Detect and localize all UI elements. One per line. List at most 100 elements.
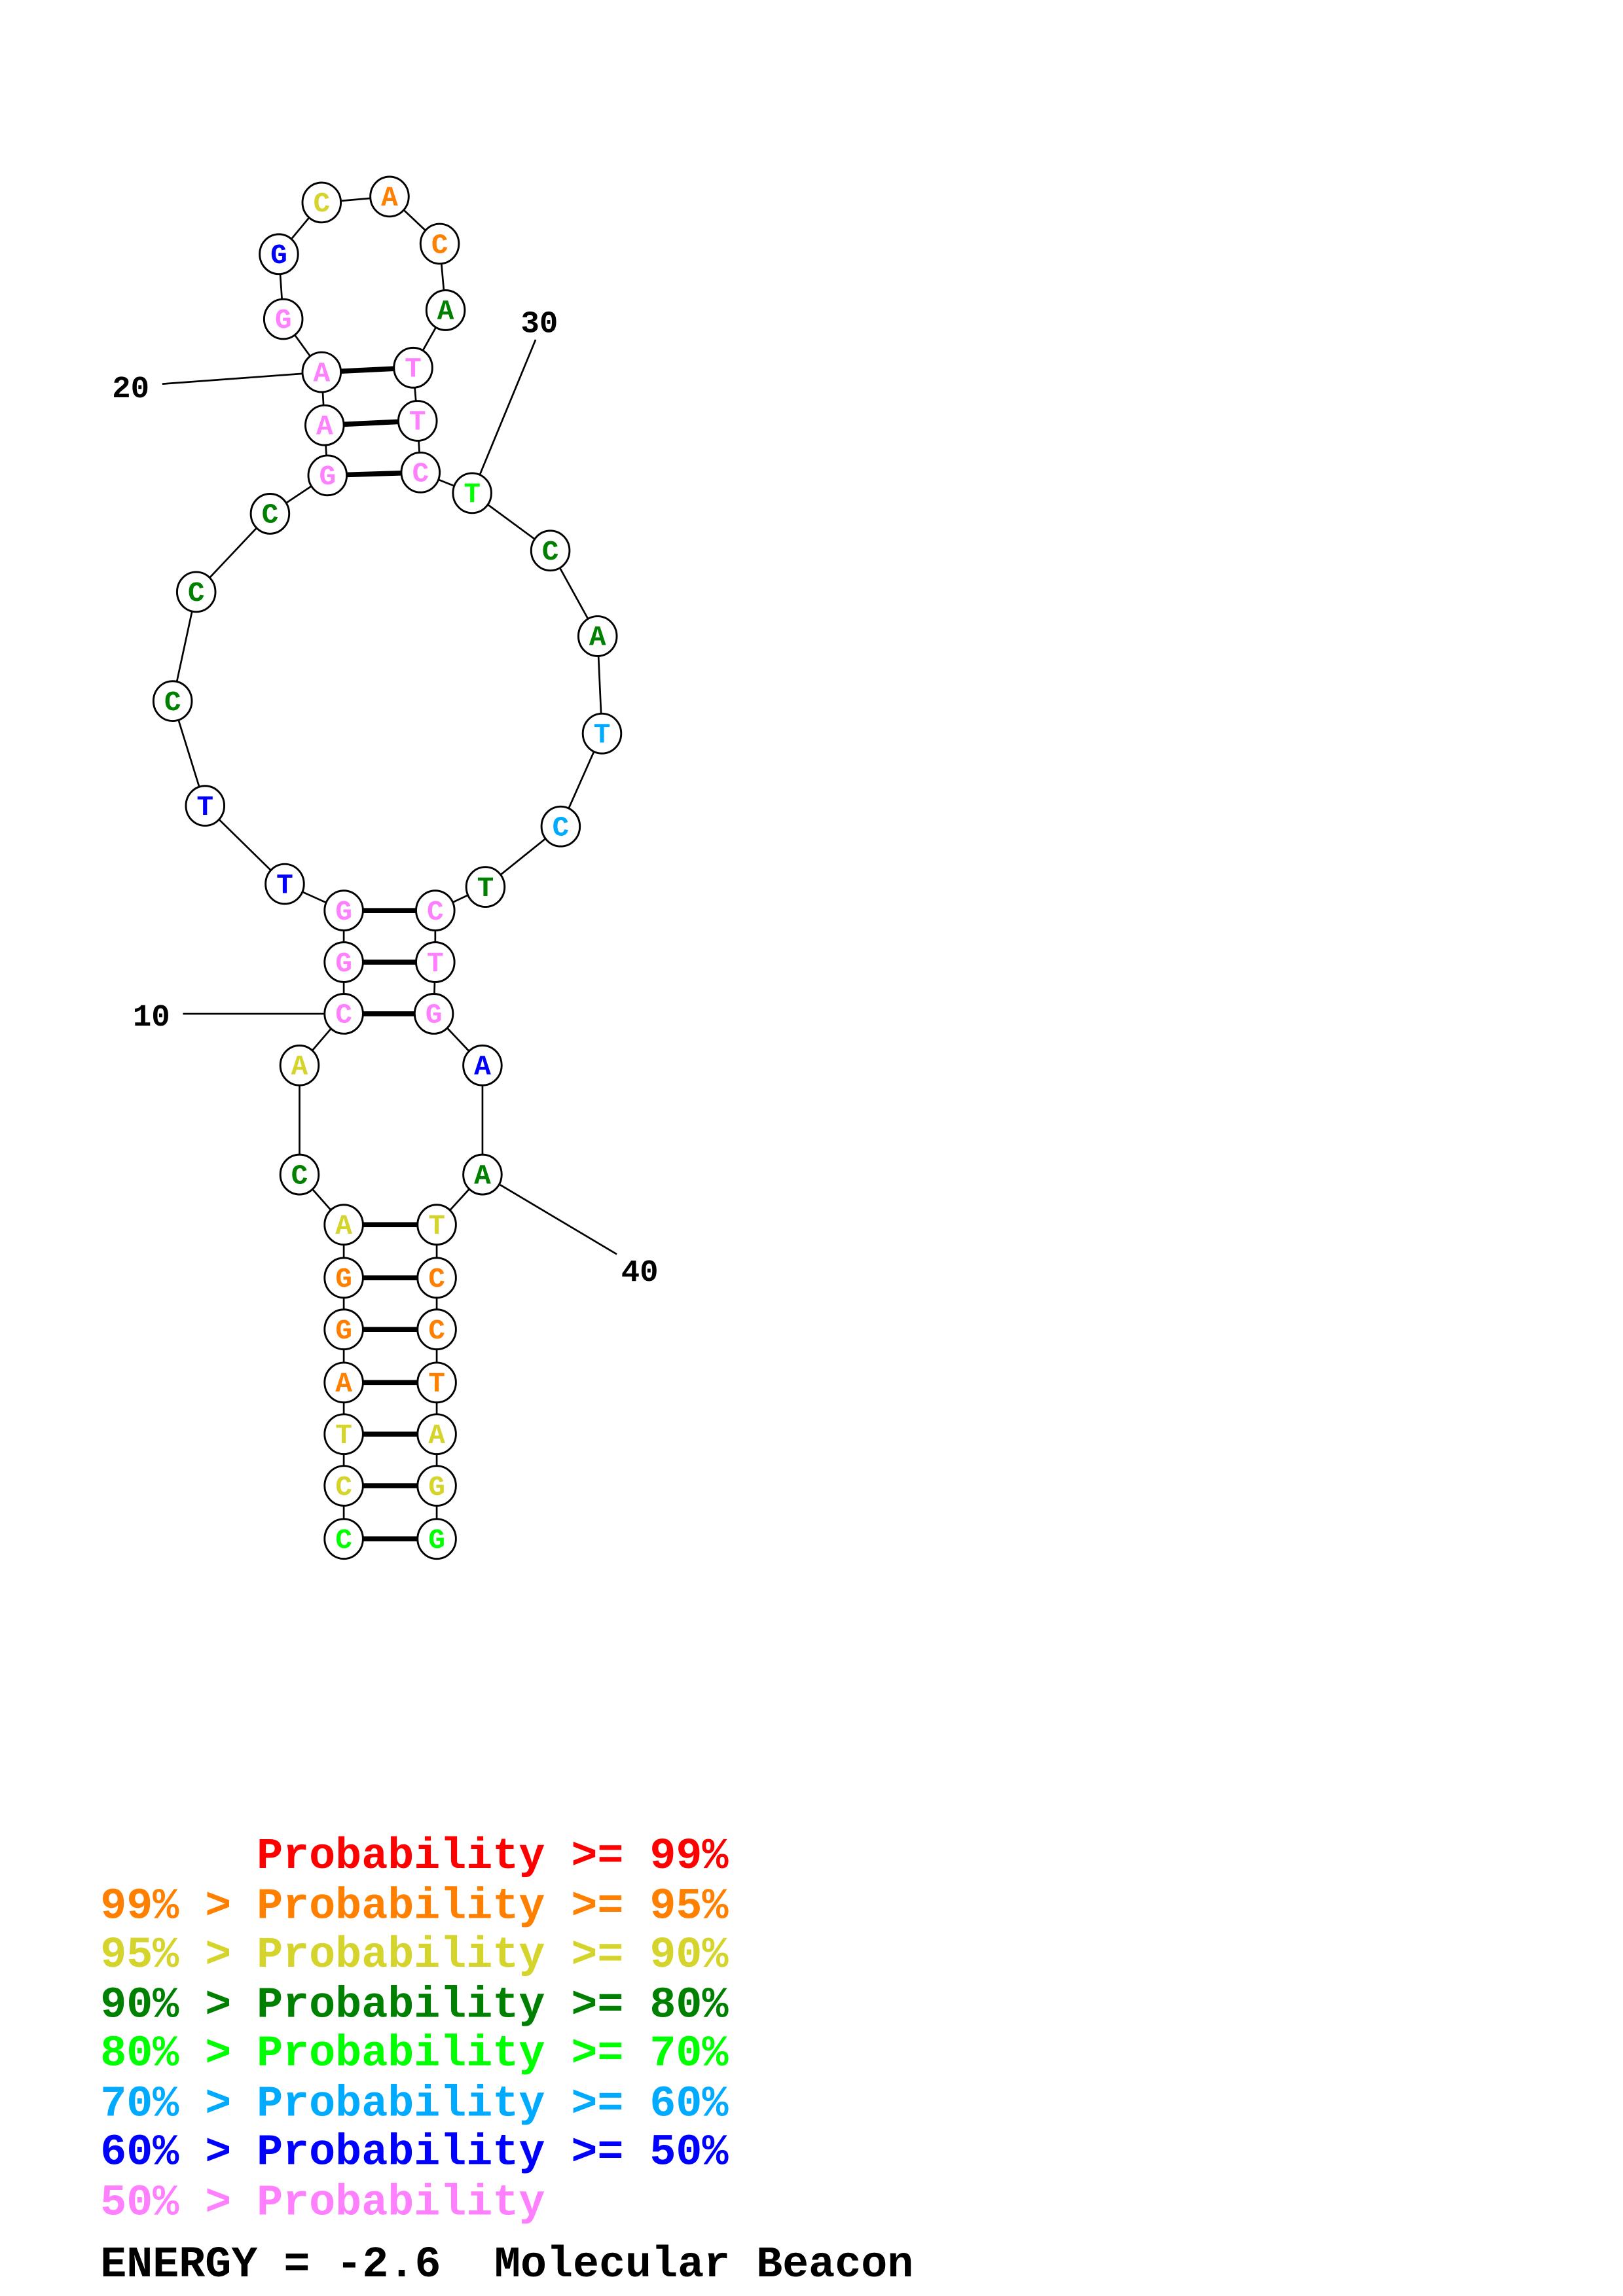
nucleotide-circle	[185, 785, 226, 827]
nucleotide-letter: G	[319, 461, 336, 493]
nucleotide-letter: G	[335, 948, 352, 980]
nucleotide-circle	[264, 863, 305, 905]
nucleotide-19: A	[304, 404, 345, 446]
nucleotide-letter: C	[335, 1471, 352, 1503]
legend-prefix: 95% >	[100, 1931, 257, 1981]
position-label-40: 40	[621, 1256, 659, 1291]
nucleotide-circle	[416, 1361, 457, 1404]
nucleotide-circle	[419, 223, 460, 265]
nucleotide-letter: T	[428, 1210, 445, 1242]
nucleotide-letter: G	[426, 999, 443, 1031]
nucleotide-circle	[249, 493, 291, 535]
nucleotide-letter: C	[291, 1160, 308, 1192]
nucleotide-circle	[462, 1044, 503, 1086]
nucleotide-35: T	[465, 866, 506, 908]
position-label-10: 10	[133, 1001, 170, 1035]
nucleotide-23: C	[301, 181, 342, 224]
nucleotide-circle	[301, 181, 342, 224]
nucleotide-2: C	[323, 1465, 364, 1507]
legend-range: Probability >= 80%	[257, 1981, 729, 2030]
legend-range: Probability >= 90%	[257, 1931, 729, 1981]
nucleotide-41: T	[416, 1204, 457, 1246]
nucleotide-circle	[400, 451, 441, 493]
nucleotide-letter: C	[428, 1315, 445, 1347]
nucleotide-letter: T	[409, 406, 426, 439]
nucleotide-circle	[415, 941, 456, 983]
nucleotide-circle	[259, 233, 299, 276]
legend-prefix: 70% >	[100, 2079, 257, 2129]
nucleotide-13: T	[264, 863, 305, 905]
nucleotide-5: G	[323, 1308, 364, 1351]
nucleotide-letter: C	[188, 577, 205, 609]
legend-range: Probability >= 50%	[257, 2128, 729, 2178]
nucleotide-letter: T	[477, 872, 494, 905]
nucleotide-letter: A	[474, 1160, 491, 1192]
legend-range: Probability >= 60%	[257, 2079, 729, 2129]
energy-value: ENERGY = -2.6	[100, 2240, 441, 2290]
nucleotide-letter: A	[381, 182, 398, 214]
nucleotide-letter: A	[437, 296, 454, 328]
nucleotide-21: G	[263, 298, 304, 340]
nucleotide-circle	[323, 993, 364, 1035]
nucleotide-circle	[577, 615, 618, 657]
nucleotide-circle	[323, 1308, 364, 1351]
label-leader-20	[162, 372, 303, 385]
legend-prefix: 50% >	[100, 2178, 257, 2228]
legend-prefix: 60% >	[100, 2128, 257, 2178]
legend-range: Probability >= 70%	[257, 2030, 729, 2079]
nucleotide-27: T	[393, 346, 433, 389]
nucleotide-circle	[323, 1257, 364, 1299]
position-labels: 10 20 30 40	[112, 308, 658, 1291]
nucleotide-circle	[393, 346, 433, 389]
nucleotide-circle	[279, 1153, 320, 1196]
nucleotide-7: A	[323, 1204, 364, 1246]
nucleotide-letter: T	[335, 1420, 352, 1452]
nucleotide-32: A	[577, 615, 618, 657]
nucleotide-22: G	[259, 233, 299, 276]
legend-row-0: Probability >= 99%	[257, 1832, 729, 1882]
nucleotide-24: A	[369, 175, 410, 218]
nucleotide-circle	[323, 1413, 364, 1456]
nucleotide-letter: C	[428, 1263, 445, 1295]
nucleotide-34: C	[540, 805, 581, 848]
legend-range: Probability	[257, 2178, 545, 2228]
nucleotide-circle	[415, 889, 456, 932]
legend-row-1: 99% > Probability >= 95%	[100, 1882, 729, 1931]
nucleotide-circle	[301, 351, 342, 393]
nucleotide-letter: C	[335, 1524, 352, 1556]
nucleotide-6: G	[323, 1257, 364, 1299]
nucleotide-letter: C	[262, 499, 279, 531]
nucleotide-letter: G	[270, 240, 287, 272]
nucleotide-44: T	[416, 1361, 457, 1404]
nucleotide-circle	[369, 175, 410, 218]
legend-row-2: 95% > Probability >= 90%	[100, 1931, 729, 1981]
nucleotide-letter: C	[431, 229, 448, 261]
nucleotide-11: G	[323, 941, 364, 983]
nucleotide-letter: T	[428, 1368, 445, 1400]
nucleotide-circle	[416, 1518, 457, 1560]
nucleotide-circle	[530, 529, 571, 572]
nucleotide-circle	[323, 889, 364, 932]
nucleotide-circle	[413, 993, 454, 1035]
nucleotide-17: C	[249, 493, 291, 535]
nucleotide-letter: C	[164, 687, 181, 719]
nucleotide-letter: C	[412, 458, 429, 490]
nucleotide-letter: T	[594, 719, 611, 751]
nucleotide-circle	[416, 1308, 457, 1351]
nucleotide-42: C	[416, 1257, 457, 1299]
nucleotide-circle	[175, 571, 217, 613]
nucleotide-43: C	[416, 1308, 457, 1351]
nucleotide-letter: G	[275, 304, 292, 336]
nucleotide-15: C	[152, 680, 193, 723]
position-label-30: 30	[521, 308, 558, 342]
nucleotide-37: T	[415, 941, 456, 983]
nucleotide-circle	[465, 866, 506, 908]
legend-prefix: 90% >	[100, 1981, 257, 2030]
nucleotide-circle	[540, 805, 581, 848]
nucleotide-40: A	[462, 1153, 503, 1196]
nucleotide-letter: T	[405, 353, 422, 386]
legend-row-3: 90% > Probability >= 80%	[100, 1981, 729, 2030]
nucleotide-circle	[323, 1465, 364, 1507]
